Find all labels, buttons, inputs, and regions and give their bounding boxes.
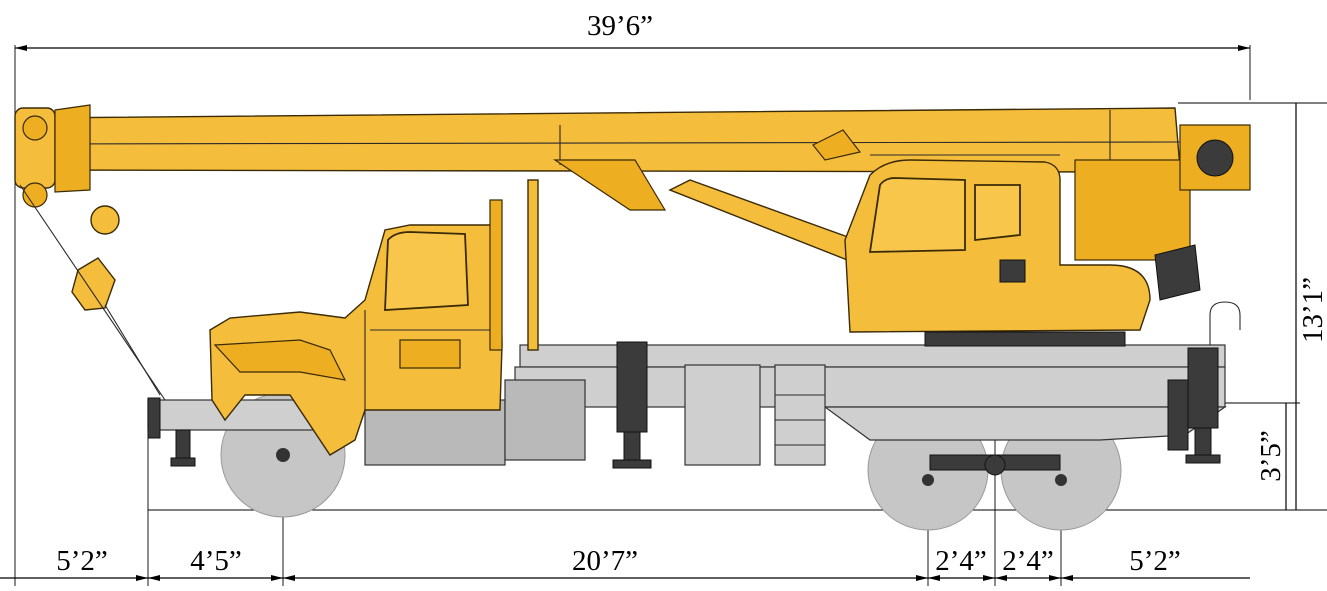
hub-icon	[922, 474, 934, 486]
dimension-overall-height: 13’1”	[1178, 102, 1327, 511]
label-wheelbase: 20’7”	[572, 545, 638, 577]
hook-block-small	[90, 205, 120, 235]
angle-indicator-icon	[812, 129, 862, 161]
boom-tip-plates	[54, 104, 91, 193]
transmission	[504, 379, 586, 461]
operator-window-front	[868, 177, 966, 253]
exhaust-stack	[489, 199, 503, 351]
mid-jack-leg	[623, 431, 641, 463]
cab-door-handle-area	[399, 339, 461, 369]
rear-hook-rail	[1209, 301, 1241, 345]
hub-icon	[1055, 474, 1067, 486]
counterweight	[1074, 159, 1191, 261]
rear-jack-leg	[1194, 427, 1212, 457]
label-tandem-half-rear: 2’4”	[1002, 545, 1054, 577]
engine-block	[364, 399, 506, 466]
tandem-pivot-icon	[984, 454, 1006, 476]
winch-drum-icon	[1196, 139, 1234, 177]
hood-panel	[213, 339, 347, 381]
label-front-axle-offset: 4’5”	[190, 545, 242, 577]
hook-block	[71, 257, 116, 311]
front-bumper	[147, 397, 161, 439]
truck-cab	[209, 199, 503, 456]
lift-cylinder	[668, 179, 871, 266]
dimension-bottom-chain: 5’2” 4’5” 20’7” 2’4” 2’4” 5’2”	[0, 330, 1250, 586]
front-jack-leg	[175, 429, 191, 461]
control-panel-icon	[999, 259, 1026, 283]
engine-cooler	[1154, 244, 1201, 301]
dimension-frame-height: 3’5”	[1225, 402, 1300, 510]
rear-jack-pad	[1185, 454, 1221, 464]
boom-lug	[553, 159, 667, 211]
label-overall-length: 39’6”	[587, 10, 653, 42]
label-tandem-half-front: 2’4”	[935, 545, 987, 577]
step-box	[774, 364, 826, 466]
boom-sheave-icon	[22, 115, 48, 141]
slewing-ring	[924, 331, 1126, 347]
operator-window-side	[974, 184, 1021, 242]
label-frame-height: 3’5”	[1255, 430, 1287, 482]
label-rear-overhang: 5’2”	[1129, 545, 1181, 577]
fuel-tank	[684, 364, 761, 466]
front-jack-pad	[170, 457, 196, 467]
label-overall-height: 13’1”	[1297, 277, 1327, 343]
cab-window	[384, 231, 469, 311]
boom	[14, 104, 1181, 401]
rear-frame-lower	[823, 406, 1227, 441]
rear-outrigger-jack	[1187, 347, 1219, 429]
label-front-overhang: 5’2”	[56, 545, 108, 577]
rear-jack-leg-front	[1167, 379, 1189, 451]
chassis	[147, 301, 1241, 476]
hub-icon	[276, 448, 290, 462]
dimension-overall-length: 39’6”	[14, 10, 1251, 586]
mid-jack-pad	[612, 459, 652, 469]
mid-outrigger-jack	[616, 341, 648, 433]
superstructure	[844, 124, 1251, 347]
boom-support-post	[527, 179, 539, 351]
